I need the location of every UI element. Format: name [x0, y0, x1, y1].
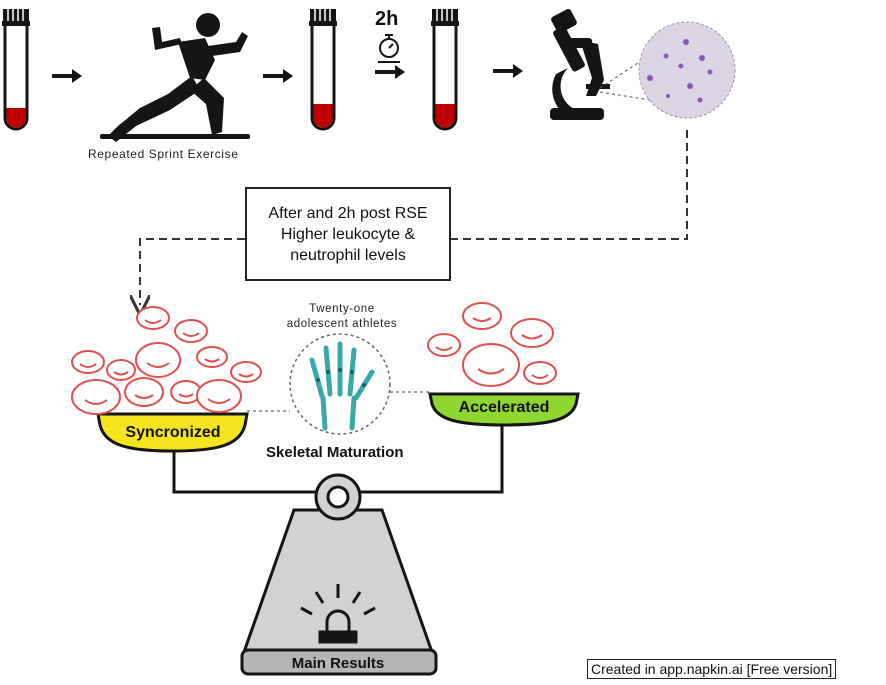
finding-box: After and 2h post RSE Higher leukocyte &… [245, 187, 451, 281]
sprint-label: Repeated Sprint Exercise [88, 147, 239, 161]
arrow-icon [493, 64, 523, 78]
credit-link[interactable]: Created in app.napkin.ai [Free version] [587, 659, 837, 679]
finding-line: neutrophil levels [290, 246, 406, 264]
main-results-label: Main Results [291, 655, 385, 672]
timer-label: 2h [375, 8, 399, 30]
accelerated-label: Accelerated [458, 399, 550, 416]
alarm-light-icon [300, 584, 376, 644]
microscope-icon [550, 8, 610, 120]
synchronized-pan [96, 412, 249, 453]
test-tube-icon [2, 9, 30, 131]
red-blood-cells-left [71, 306, 262, 415]
blood-smear-magnified [599, 21, 736, 119]
hand-xray-joints [316, 368, 366, 387]
accelerated-pan [428, 392, 580, 427]
runner-icon [100, 13, 250, 142]
arrow-icon [375, 65, 405, 79]
finding-line: After and 2h post RSE [268, 204, 428, 222]
athletes-line: adolescent athletes [286, 318, 398, 330]
dashed-connector [140, 130, 688, 305]
finding-line: Higher leukocyte & [280, 225, 416, 243]
athletes-label: Twenty-one adolescent athletes [262, 302, 422, 332]
balance-scale [172, 415, 504, 676]
test-tube-icon [431, 9, 459, 131]
synchronized-label: Syncronized [125, 424, 221, 441]
arrow-icon [52, 69, 82, 83]
stopwatch-icon [378, 34, 400, 63]
skeletal-maturation-label: Skeletal Maturation [266, 444, 404, 461]
arrow-icon [263, 69, 293, 83]
test-tube-icon [309, 9, 337, 131]
athletes-line: Twenty-one [309, 303, 375, 315]
red-blood-cells-right [427, 302, 557, 387]
